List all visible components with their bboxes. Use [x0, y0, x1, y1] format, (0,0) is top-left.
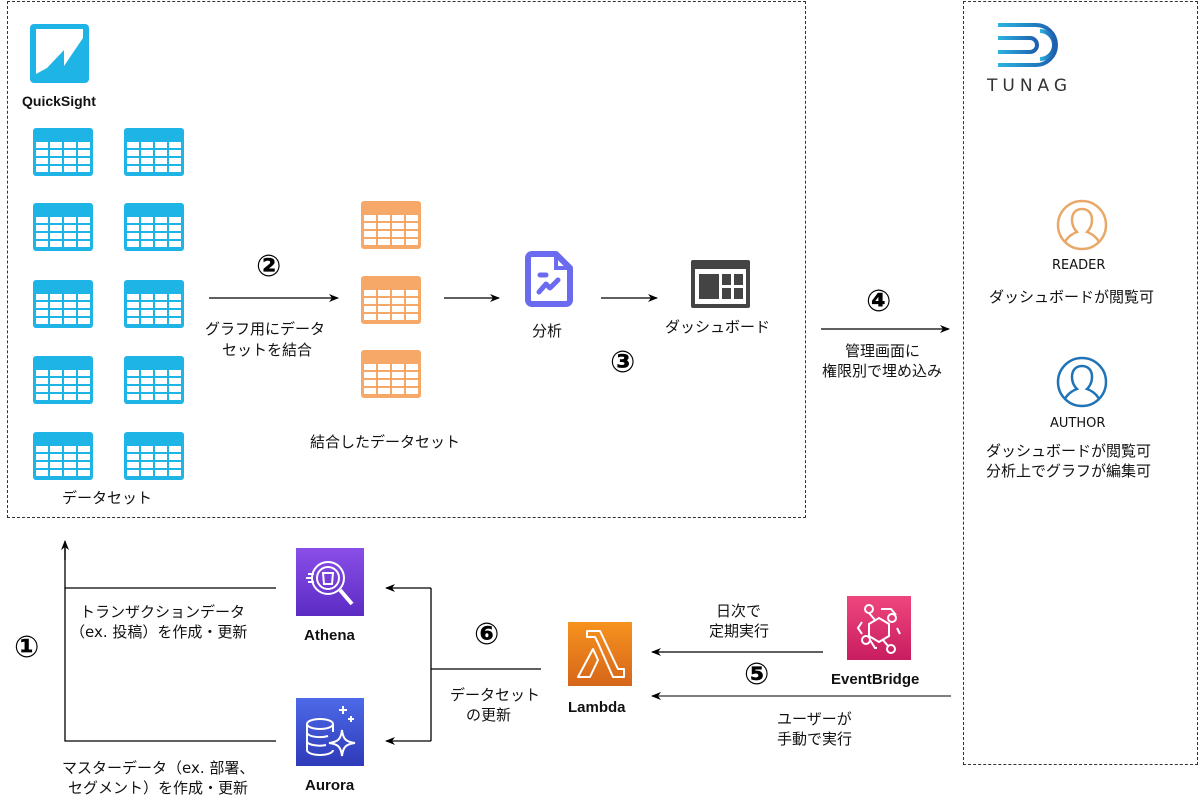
step5-number: ⑤ — [744, 657, 770, 692]
aurora-icon — [296, 698, 364, 766]
dataset-table-icon — [124, 128, 184, 176]
tunag-area — [963, 1, 1198, 765]
reader-role-name: READER — [1052, 258, 1106, 273]
quicksight-label: QuickSight — [22, 93, 96, 109]
dataset-table-icon — [124, 203, 184, 251]
reader-user-icon — [1056, 199, 1108, 251]
step2-caption-line2: セットを結合 — [222, 341, 313, 359]
author-role-description-line1: ダッシュボードが閲覧可 — [986, 442, 1152, 460]
transaction-caption-line1: トランザクションデータ — [80, 603, 246, 621]
athena-label: Athena — [304, 627, 355, 644]
dataset-table-icon — [124, 356, 184, 404]
author-role-description-line2: 分析上でグラフが編集可 — [986, 462, 1152, 480]
dataset-table-icon — [124, 432, 184, 480]
step6-number: ⑥ — [474, 617, 500, 652]
arrow-step1 — [64, 545, 276, 589]
eventbridge-label: EventBridge — [831, 671, 920, 688]
dashboard-label: ダッシュボード — [665, 318, 771, 336]
lambda-label: Lambda — [568, 699, 626, 716]
eventbridge-icon — [847, 596, 911, 660]
joined-datasets-label: 結合したデータセット — [310, 433, 461, 451]
step2-number: ② — [256, 249, 282, 284]
step4-number: ④ — [866, 284, 892, 319]
author-role-name: AUTHOR — [1050, 416, 1106, 431]
manual-caption-line1: ユーザーが — [777, 710, 852, 728]
step1-number: ① — [14, 630, 40, 665]
aurora-label: Aurora — [305, 777, 355, 794]
step3-number: ③ — [610, 345, 636, 380]
analysis-icon — [525, 251, 573, 307]
master-caption-line2: セグメント）を作成・更新 — [68, 779, 249, 797]
step6-caption-line1: データセット — [450, 686, 541, 704]
athena-icon — [296, 548, 364, 616]
step2-caption-line1: グラフ用にデータ — [205, 320, 326, 338]
dashboard-icon — [691, 260, 750, 308]
scheduled-caption-line1: 日次で — [716, 602, 762, 620]
author-user-icon — [1056, 356, 1108, 408]
step4-caption-line2: 権限別で埋め込み — [822, 362, 943, 380]
quicksight-area — [7, 1, 806, 518]
quicksight-logo-icon — [30, 24, 89, 83]
reader-role-description: ダッシュボードが閲覧可 — [989, 288, 1155, 306]
dataset-table-icon — [124, 280, 184, 328]
manual-caption-line2: 手動で実行 — [777, 730, 853, 748]
scheduled-caption-line2: 定期実行 — [709, 622, 770, 640]
step6-caption-line2: の更新 — [466, 706, 512, 724]
datasets-label: データセット — [62, 489, 153, 507]
joined-dataset-table-icon — [361, 350, 421, 398]
dataset-table-icon — [33, 280, 93, 328]
analysis-label: 分析 — [532, 322, 563, 340]
dataset-table-icon — [33, 356, 93, 404]
dataset-table-icon — [33, 432, 93, 480]
dataset-table-icon — [33, 128, 93, 176]
joined-dataset-table-icon — [361, 201, 421, 249]
lambda-icon — [568, 622, 632, 686]
tunag-logo-icon — [998, 23, 1058, 67]
step4-caption-line1: 管理画面に — [845, 342, 921, 360]
dataset-table-icon — [33, 203, 93, 251]
master-caption-line1: マスターデータ（ex. 部署、 — [62, 759, 255, 777]
transaction-caption-line2: （ex. 投稿）を作成・更新 — [70, 623, 248, 641]
joined-dataset-table-icon — [361, 276, 421, 324]
tunag-logo-text: TUNAG — [987, 76, 1073, 96]
